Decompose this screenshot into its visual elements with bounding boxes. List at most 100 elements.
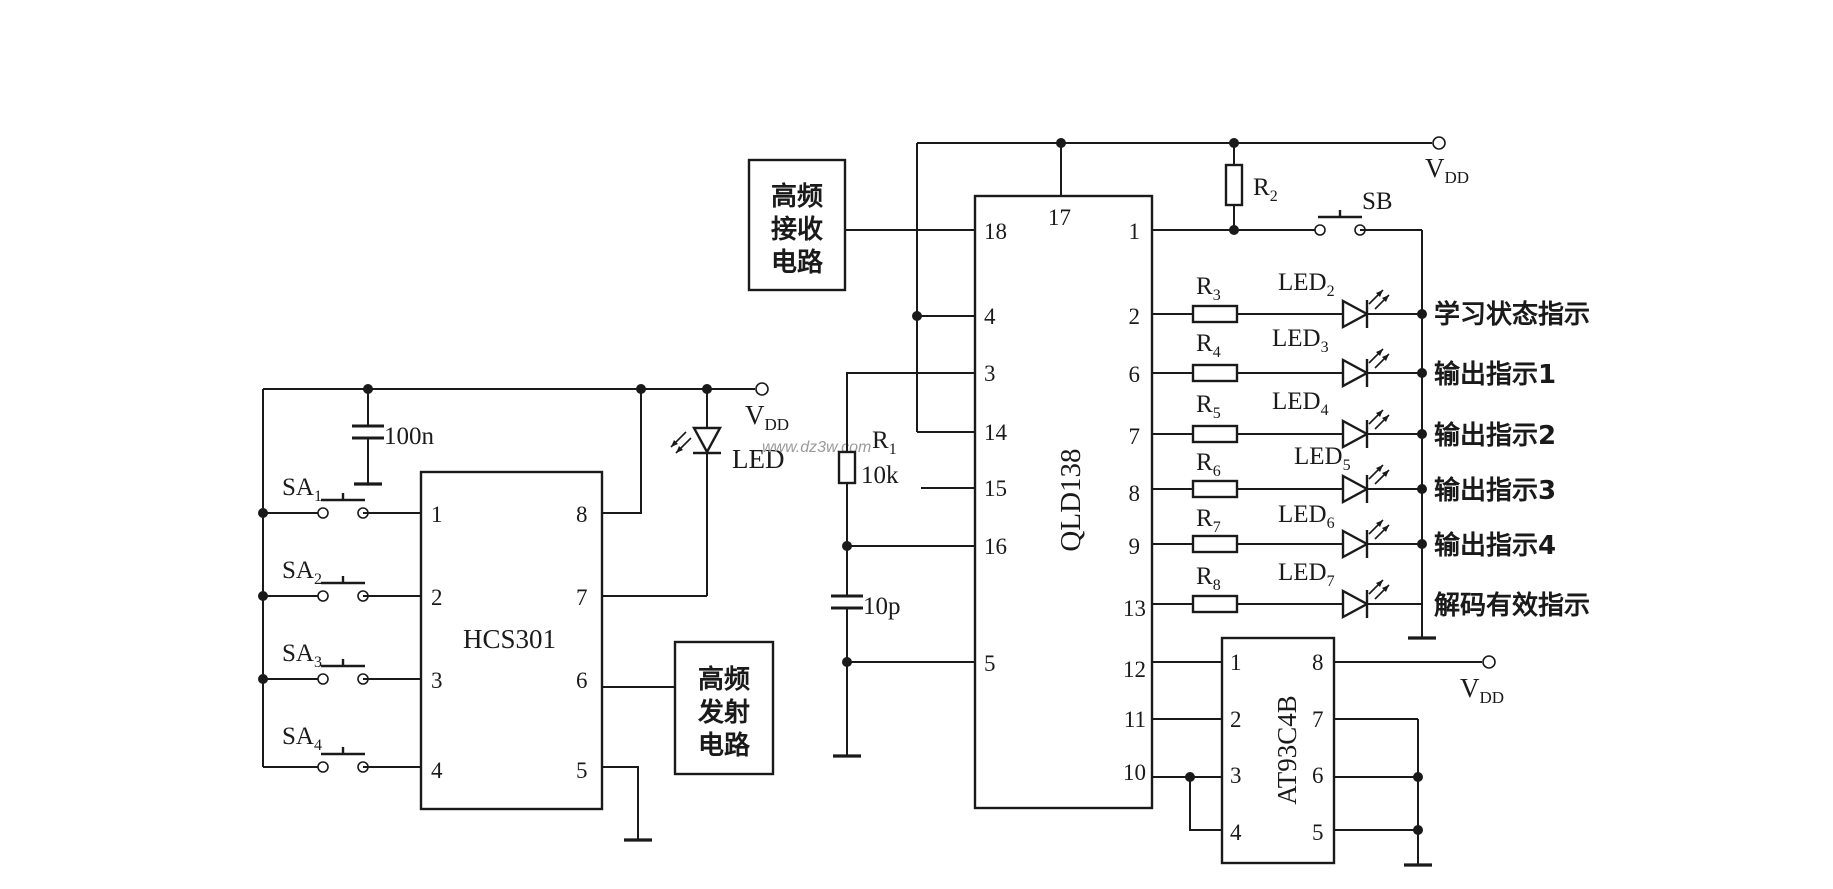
vdd-label-right: VDD bbox=[1425, 153, 1469, 187]
svg-text:9: 9 bbox=[1129, 534, 1141, 559]
svg-text:6: 6 bbox=[1129, 362, 1141, 387]
rf-receive-block bbox=[747, 158, 847, 292]
svg-text:R6: R6 bbox=[1196, 449, 1221, 480]
pin3-wire bbox=[846, 372, 975, 452]
qld138-ic bbox=[973, 194, 1154, 810]
svg-text:LED4: LED4 bbox=[1272, 388, 1329, 419]
switch-sa2: SA2 bbox=[263, 557, 421, 603]
output-row-4: R7 LED6 输出指示4 bbox=[1152, 501, 1556, 561]
svg-text:LED7: LED7 bbox=[1278, 559, 1335, 590]
switch-sa3: SA3 bbox=[263, 640, 421, 686]
output-row-3: R6 LED5 输出指示3 bbox=[1152, 443, 1556, 506]
svg-text:5: 5 bbox=[984, 651, 996, 676]
output-row-2: R5 LED4 输出指示2 bbox=[1152, 388, 1556, 451]
svg-text:R3: R3 bbox=[1196, 273, 1221, 304]
resistor-r1: R1 10k bbox=[837, 427, 899, 489]
svg-text:10k: 10k bbox=[861, 462, 899, 489]
svg-text:2: 2 bbox=[1129, 304, 1141, 329]
svg-text:R5: R5 bbox=[1196, 391, 1221, 422]
svg-text:学习状态指示: 学习状态指示 bbox=[1434, 299, 1590, 330]
svg-text:10p: 10p bbox=[863, 593, 901, 620]
svg-text:7: 7 bbox=[1129, 424, 1141, 449]
svg-text:SA4: SA4 bbox=[282, 723, 322, 754]
svg-text:LED6: LED6 bbox=[1278, 501, 1335, 532]
hcs301-ic bbox=[419, 470, 604, 811]
svg-text:8: 8 bbox=[1129, 481, 1141, 506]
svg-text:6: 6 bbox=[1312, 763, 1324, 788]
vdd-terminal bbox=[755, 382, 769, 396]
svg-text:17: 17 bbox=[1048, 205, 1071, 230]
svg-text:8: 8 bbox=[1312, 650, 1324, 675]
svg-text:4: 4 bbox=[984, 304, 996, 329]
at93c4b-ic bbox=[1220, 636, 1336, 865]
svg-text:2: 2 bbox=[431, 585, 443, 610]
svg-text:5: 5 bbox=[576, 758, 588, 783]
svg-text:4: 4 bbox=[431, 758, 443, 783]
svg-text:输出指示3: 输出指示3 bbox=[1434, 475, 1556, 506]
svg-text:13: 13 bbox=[1123, 596, 1146, 621]
svg-text:LED3: LED3 bbox=[1272, 325, 1329, 356]
svg-text:18: 18 bbox=[984, 219, 1007, 244]
svg-text:7: 7 bbox=[1312, 707, 1324, 732]
switch-sa4: SA4 bbox=[263, 723, 421, 774]
transmitter-circuit: VDD 100n HCS301 1 2 3 4 8 7 6 5 bbox=[258, 382, 789, 842]
svg-text:1: 1 bbox=[1230, 650, 1242, 675]
output-row-1: R4 LED3 输出指示1 bbox=[1152, 325, 1556, 390]
svg-text:解码有效指示: 解码有效指示 bbox=[1434, 590, 1590, 621]
svg-text:输出指示4: 输出指示4 bbox=[1434, 530, 1556, 561]
svg-text:7: 7 bbox=[576, 585, 588, 610]
svg-text:R7: R7 bbox=[1196, 505, 1221, 536]
svg-text:高频: 高频 bbox=[771, 181, 823, 212]
pin8-wire bbox=[602, 389, 642, 514]
svg-text:电路: 电路 bbox=[698, 730, 751, 761]
svg-text:LED2: LED2 bbox=[1278, 269, 1335, 300]
svg-text:SA1: SA1 bbox=[282, 474, 322, 505]
svg-text:6: 6 bbox=[576, 668, 588, 693]
svg-text:接收: 接收 bbox=[771, 215, 823, 245]
rf-transmit-block bbox=[673, 640, 775, 776]
svg-text:LED: LED bbox=[732, 444, 784, 474]
svg-text:15: 15 bbox=[984, 476, 1007, 501]
resistor-r2: R2 bbox=[1224, 163, 1278, 207]
svg-text:R1: R1 bbox=[872, 427, 897, 458]
svg-text:SB: SB bbox=[1362, 188, 1393, 215]
svg-text:11: 11 bbox=[1124, 707, 1146, 732]
svg-text:10: 10 bbox=[1123, 760, 1146, 785]
at93c4b-label: AT93C4B bbox=[1272, 695, 1302, 805]
svg-text:3: 3 bbox=[984, 361, 996, 386]
svg-text:3: 3 bbox=[431, 668, 443, 693]
svg-text:输出指示1: 输出指示1 bbox=[1434, 359, 1556, 390]
output-row-valid: R8 LED7 解码有效指示 bbox=[1152, 559, 1590, 621]
vdd-label-left: VDD bbox=[745, 400, 789, 434]
svg-text:5: 5 bbox=[1312, 820, 1324, 845]
svg-text:SA3: SA3 bbox=[282, 640, 322, 671]
svg-text:100n: 100n bbox=[384, 423, 435, 450]
svg-text:1: 1 bbox=[1129, 219, 1141, 244]
svg-text:1: 1 bbox=[431, 502, 443, 527]
capacitor-10p: 10p bbox=[831, 593, 901, 620]
svg-text:4: 4 bbox=[1230, 820, 1242, 845]
output-row-learn: R3 LED2 学习状态指示 bbox=[1152, 269, 1590, 330]
svg-text:R2: R2 bbox=[1253, 174, 1278, 205]
hcs301-label: HCS301 bbox=[463, 624, 556, 654]
vdd-label-bottom: VDD bbox=[1460, 673, 1504, 707]
svg-text:2: 2 bbox=[1230, 707, 1242, 732]
svg-text:SA2: SA2 bbox=[282, 557, 322, 588]
svg-text:发射: 发射 bbox=[697, 697, 750, 728]
switch-sa1: SA1 bbox=[263, 474, 421, 520]
svg-text:高频: 高频 bbox=[698, 664, 750, 695]
capacitor-100n: 100n bbox=[352, 384, 435, 486]
pin5-ground-wire bbox=[602, 766, 639, 840]
switch-sb: SB bbox=[1313, 188, 1393, 237]
svg-text:LED5: LED5 bbox=[1294, 443, 1351, 474]
transmitter-led: LED bbox=[670, 384, 784, 596]
svg-text:输出指示2: 输出指示2 bbox=[1434, 420, 1556, 451]
svg-text:14: 14 bbox=[984, 420, 1008, 445]
svg-text:8: 8 bbox=[576, 502, 588, 527]
svg-text:R4: R4 bbox=[1196, 330, 1221, 361]
svg-text:电路: 电路 bbox=[771, 247, 824, 278]
qld138-label: QLD138 bbox=[1055, 448, 1087, 551]
svg-text:R8: R8 bbox=[1196, 563, 1221, 594]
svg-text:16: 16 bbox=[984, 534, 1007, 559]
svg-text:3: 3 bbox=[1230, 763, 1242, 788]
